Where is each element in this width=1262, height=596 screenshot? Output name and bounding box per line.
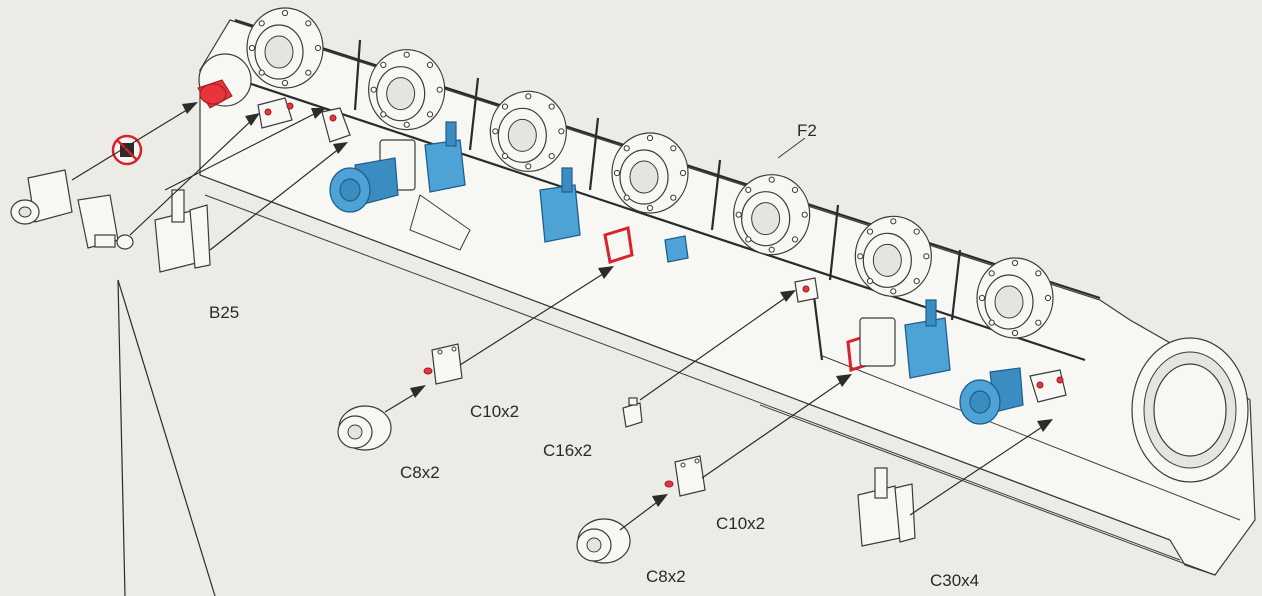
bolt-icon: [623, 194, 630, 201]
bolt-icon: [913, 228, 920, 235]
c10-bracket-left: [423, 343, 463, 385]
bolt-icon: [857, 253, 864, 260]
bolt-icon: [1035, 270, 1042, 277]
bolt-icon: [988, 270, 995, 277]
road-wheel-mount: [611, 132, 689, 214]
bolt-icon: [380, 111, 387, 118]
bolt-icon: [501, 153, 509, 160]
no-glue-icon: [111, 134, 143, 166]
bolt-icon: [370, 86, 377, 93]
label-f2: F2: [797, 121, 817, 140]
c8-wheel-right: [576, 518, 631, 564]
bolt-icon: [866, 228, 874, 235]
bolt-icon: [646, 134, 654, 142]
bolt-icon: [745, 186, 752, 193]
bolt-icon: [768, 246, 775, 253]
bolt-icon: [988, 319, 995, 326]
bolt-icon: [791, 236, 799, 243]
bolt-icon: [248, 44, 256, 52]
bolt-icon: [436, 86, 443, 93]
leader-lines: [71, 102, 1053, 531]
bolt-icon: [525, 93, 532, 100]
hull-clip-parts: [257, 97, 1067, 403]
red-hub-part: [197, 53, 252, 109]
bolt-icon: [801, 211, 808, 218]
bolt-icon: [890, 288, 897, 295]
blue-small-block: [664, 235, 689, 263]
bolt-icon: [501, 103, 509, 110]
bolt-icon: [791, 186, 799, 193]
road-wheel-mount: [976, 257, 1054, 339]
bolt-icon: [426, 61, 434, 69]
hull-side-plate: [199, 19, 1256, 576]
label-b25: B25: [209, 303, 239, 322]
bolt-icon: [913, 278, 920, 285]
bolt-icon: [866, 278, 874, 285]
bolt-icon: [558, 128, 565, 135]
bolt-icon: [305, 69, 312, 76]
part-b25: [154, 189, 211, 273]
idler-wheel-ring: [1131, 337, 1249, 483]
bolt-icon: [1011, 259, 1019, 267]
part-c30: [857, 467, 916, 547]
blue-drum-left: [329, 139, 416, 213]
road-wheel-mount: [733, 174, 811, 256]
bolt-icon: [768, 176, 775, 183]
separator-lines: [353, 39, 962, 361]
bolt-icon: [613, 169, 621, 177]
label-c16x2: C16x2: [543, 441, 592, 460]
road-wheel-mount: [854, 215, 932, 297]
bolt-icon: [890, 218, 897, 225]
blue-drum-right: [859, 317, 1024, 425]
bolt-icon: [646, 204, 654, 212]
label-c8x2-left: C8x2: [400, 463, 440, 482]
blue-damper-2: [539, 167, 581, 243]
bolt-icon: [1044, 294, 1052, 302]
c8-wheel-left: [337, 405, 392, 451]
blue-damper-3: [904, 299, 951, 379]
part-labels: F2 B25 C10x2 C16x2 C8x2 C10x2 C8x2 C30x4: [209, 121, 979, 590]
bolt-icon: [548, 153, 555, 160]
c16-block: [622, 397, 643, 428]
road-wheel-mount: [246, 7, 324, 89]
blue-damper-1: [424, 121, 466, 193]
bolt-icon: [314, 44, 322, 52]
bolt-icon: [1011, 329, 1019, 337]
bolt-icon: [305, 20, 312, 27]
road-wheel-mounts: [246, 7, 1054, 339]
bolt-icon: [258, 20, 265, 27]
bolt-icon: [403, 51, 410, 58]
bolt-icon: [426, 111, 434, 118]
bolt-icon: [492, 128, 499, 135]
label-c30x4: C30x4: [930, 571, 979, 590]
detail-callout-lines: [117, 279, 216, 596]
bolt-icon: [403, 121, 410, 128]
label-c10x2-right: C10x2: [716, 514, 765, 533]
bolt-icon: [258, 69, 265, 76]
bolt-icon: [745, 236, 752, 243]
bolt-icon: [281, 79, 289, 87]
bolt-icon: [281, 9, 289, 17]
road-wheel-mount: [489, 90, 567, 172]
bolt-icon: [679, 169, 687, 177]
label-c10x2-left: C10x2: [470, 402, 519, 421]
bolt-icon: [670, 194, 677, 201]
bolt-icon: [548, 103, 555, 110]
bolt-icon: [978, 294, 986, 302]
bolt-icon: [1035, 319, 1042, 326]
label-c8x2-right: C8x2: [646, 567, 686, 586]
road-wheel-mount: [368, 49, 446, 131]
left-hub-part: [10, 169, 134, 250]
bolt-icon: [670, 145, 677, 152]
bolt-icon: [623, 145, 630, 152]
bolt-icon: [735, 211, 742, 218]
bolt-icon: [923, 253, 930, 260]
bolt-icon: [380, 61, 387, 69]
bolt-icon: [525, 163, 532, 170]
c10-bracket-right: [664, 455, 706, 497]
red-frame-left: [603, 226, 634, 264]
